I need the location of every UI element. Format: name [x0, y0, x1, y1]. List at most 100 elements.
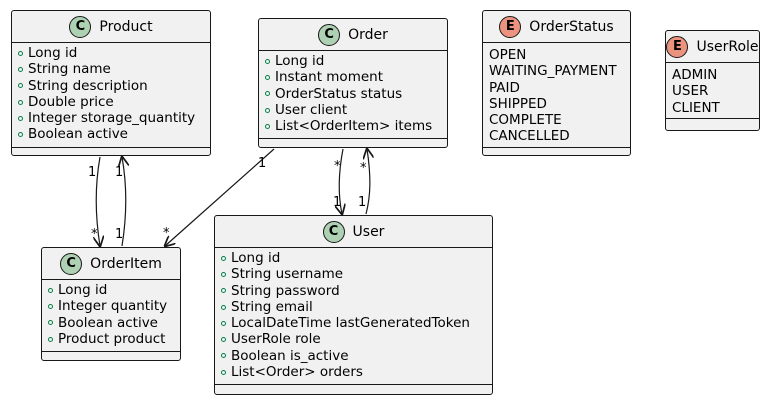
attribute: String password	[221, 283, 486, 299]
class-stereotype-icon: C	[322, 220, 345, 243]
enum-value: COMPLETE	[489, 112, 562, 129]
attribute: Double price	[18, 94, 204, 110]
attribute: Long id	[265, 53, 441, 69]
enum-value: CLIENT	[672, 99, 720, 116]
public-visibility-icon	[221, 320, 226, 326]
enum-user-role: E UserRole ADMIN USER CLIENT	[665, 30, 760, 131]
enum-value: OPEN	[489, 47, 527, 63]
attribute-list: Long id String name String description D…	[12, 43, 210, 147]
public-visibility-icon	[18, 66, 23, 72]
attribute: Boolean active	[48, 315, 174, 331]
class-header: C OrderItem	[42, 248, 180, 279]
mult-orderitem-product-from: 1	[115, 227, 123, 242]
public-visibility-icon	[265, 107, 270, 113]
attribute: Boolean is_active	[221, 348, 486, 364]
enum-stereotype-icon: E	[499, 15, 522, 38]
public-visibility-icon	[221, 304, 226, 310]
relation-user-order	[366, 149, 370, 215]
class-name: Product	[99, 18, 153, 35]
enum-value-list: OPEN WAITING_PAYMENT PAID SHIPPED COMPLE…	[483, 43, 630, 147]
attribute: String name	[18, 61, 204, 77]
class-header: C User	[215, 216, 492, 247]
mult-orderitem-product-to: 1	[115, 165, 123, 180]
mult-order-user-from: *	[334, 159, 341, 174]
class-name: User	[352, 223, 385, 240]
mult-order-orderitem-from: 1	[258, 156, 266, 171]
mult-order-user-to: 1	[333, 195, 341, 210]
public-visibility-icon	[18, 83, 23, 89]
public-visibility-icon	[221, 353, 226, 359]
public-visibility-icon	[221, 369, 226, 375]
public-visibility-icon	[48, 336, 53, 342]
class-stereotype-icon: C	[69, 15, 92, 38]
mult-product-orderitem-from: 1	[88, 165, 96, 180]
attribute: User client	[265, 102, 441, 118]
class-stereotype-icon: C	[60, 252, 83, 275]
mult-order-orderitem-to: *	[163, 226, 170, 241]
class-order-item: C OrderItem Long id Integer quantity Boo…	[41, 247, 181, 361]
public-visibility-icon	[48, 303, 53, 309]
mult-user-order-to: *	[360, 161, 367, 176]
attribute: List<Order> orders	[221, 364, 486, 380]
class-stereotype-icon: C	[318, 23, 341, 46]
public-visibility-icon	[18, 115, 23, 121]
public-visibility-icon	[265, 58, 270, 64]
public-visibility-icon	[18, 99, 23, 105]
enum-value: WAITING_PAYMENT	[489, 63, 617, 80]
enum-name: OrderStatus	[529, 18, 614, 35]
attribute-list: Long id Integer quantity Boolean active …	[42, 280, 180, 351]
class-name: OrderItem	[90, 255, 162, 272]
enum-name: UserRole	[696, 38, 759, 55]
attribute: Long id	[221, 250, 486, 266]
enum-value: ADMIN	[672, 67, 718, 83]
relation-order-user	[339, 148, 343, 214]
enum-header: E OrderStatus	[483, 11, 630, 42]
attribute: Instant moment	[265, 69, 441, 85]
relation-order-orderitem	[165, 148, 275, 246]
attribute-list: Long id Instant moment OrderStatus statu…	[259, 51, 447, 138]
public-visibility-icon	[221, 288, 226, 294]
class-header: C Order	[259, 19, 447, 50]
class-user: C User Long id String username String pa…	[214, 215, 493, 395]
enum-stereotype-icon: E	[666, 35, 689, 58]
mult-user-order-from: 1	[358, 195, 366, 210]
attribute: OrderStatus status	[265, 86, 441, 102]
attribute: UserRole role	[221, 331, 486, 347]
enum-order-status: E OrderStatus OPEN WAITING_PAYMENT PAID …	[482, 10, 631, 156]
enum-value: SHIPPED	[489, 95, 547, 112]
public-visibility-icon	[221, 255, 226, 261]
attribute: String username	[221, 266, 486, 282]
attribute: Product product	[48, 331, 174, 347]
enum-value: USER	[672, 83, 709, 100]
attribute: Integer storage_quantity	[18, 110, 204, 126]
enum-value: CANCELLED	[489, 128, 570, 145]
class-product: C Product Long id String name String des…	[11, 10, 211, 156]
class-order: C Order Long id Instant moment OrderStat…	[258, 18, 448, 148]
enum-value-list: ADMIN USER CLIENT	[666, 63, 759, 118]
enum-header: E UserRole	[666, 31, 759, 62]
public-visibility-icon	[18, 50, 23, 56]
public-visibility-icon	[48, 287, 53, 293]
mult-product-orderitem-to: *	[91, 227, 98, 242]
attribute: Long id	[18, 45, 204, 61]
attribute-list: Long id String username String password …	[215, 248, 492, 384]
public-visibility-icon	[265, 91, 270, 97]
attribute: Long id	[48, 282, 174, 298]
attribute: Integer quantity	[48, 298, 174, 314]
attribute: String email	[221, 299, 486, 315]
public-visibility-icon	[221, 337, 226, 343]
attribute: LocalDateTime lastGeneratedToken	[221, 315, 486, 331]
class-header: C Product	[12, 11, 210, 42]
enum-value: PAID	[489, 79, 520, 96]
relation-product-orderitem	[96, 156, 100, 246]
relation-orderitem-product	[122, 157, 126, 247]
attribute: String description	[18, 78, 204, 94]
public-visibility-icon	[221, 271, 226, 277]
public-visibility-icon	[265, 123, 270, 129]
class-name: Order	[348, 26, 388, 43]
public-visibility-icon	[48, 320, 53, 326]
public-visibility-icon	[265, 74, 270, 80]
attribute: Boolean active	[18, 126, 204, 142]
attribute: List<OrderItem> items	[265, 118, 441, 134]
